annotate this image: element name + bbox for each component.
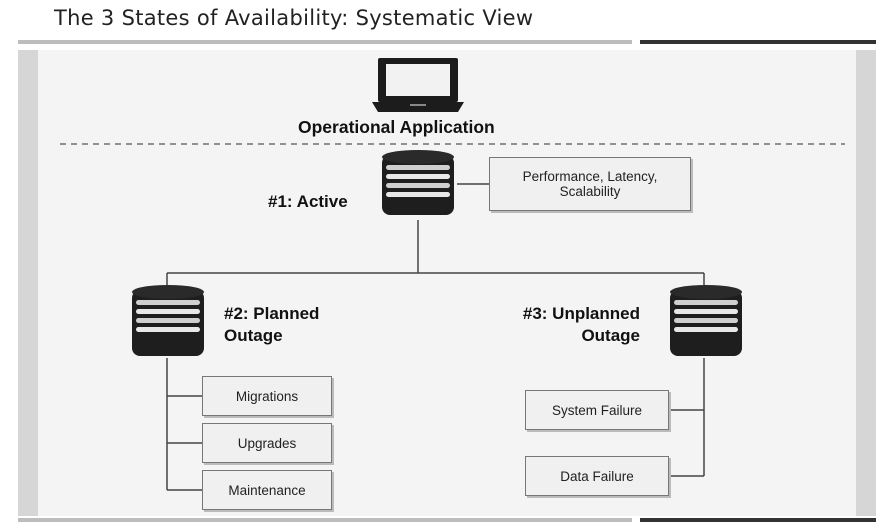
unplanned-item-text: Data Failure xyxy=(560,468,634,484)
planned-label-line1: #2: Planned xyxy=(224,304,320,323)
application-label: Operational Application xyxy=(298,117,495,137)
planned-item-box: Maintenance xyxy=(202,470,332,510)
planned-item-box: Upgrades xyxy=(202,423,332,463)
active-label: #1: Active xyxy=(268,192,348,211)
title-rule-dark xyxy=(640,40,876,44)
unplanned-label-line2: Outage xyxy=(581,326,640,345)
active-note-text: Performance, Latency, Scalability xyxy=(522,169,658,199)
planned-item-text: Migrations xyxy=(235,388,299,404)
bottom-rule-light xyxy=(18,518,632,522)
planned-item-text: Maintenance xyxy=(228,482,306,498)
unplanned-item-text: System Failure xyxy=(551,402,643,418)
planned-item-box: Migrations xyxy=(202,376,332,416)
planned-label: #2: Planned Outage xyxy=(224,303,319,347)
planned-item-text: Upgrades xyxy=(237,435,297,451)
unplanned-label-line1: #3: Unplanned xyxy=(522,304,640,323)
unplanned-item-box: System Failure xyxy=(525,390,669,430)
database-icon-active xyxy=(382,150,454,215)
diagram-panel xyxy=(38,50,856,516)
title-rule-light xyxy=(18,40,632,44)
page-title: The 3 States of Availability: Systematic… xyxy=(54,6,534,30)
laptop-icon xyxy=(372,58,464,112)
unplanned-label: #3: Unplanned Outage xyxy=(488,303,640,347)
bottom-rule-dark xyxy=(640,518,876,522)
planned-label-line2: Outage xyxy=(224,326,283,345)
unplanned-item-box: Data Failure xyxy=(525,456,669,496)
active-note-box: Performance, Latency, Scalability xyxy=(489,157,691,211)
database-icon-unplanned xyxy=(670,285,742,356)
database-icon-planned xyxy=(132,285,204,356)
